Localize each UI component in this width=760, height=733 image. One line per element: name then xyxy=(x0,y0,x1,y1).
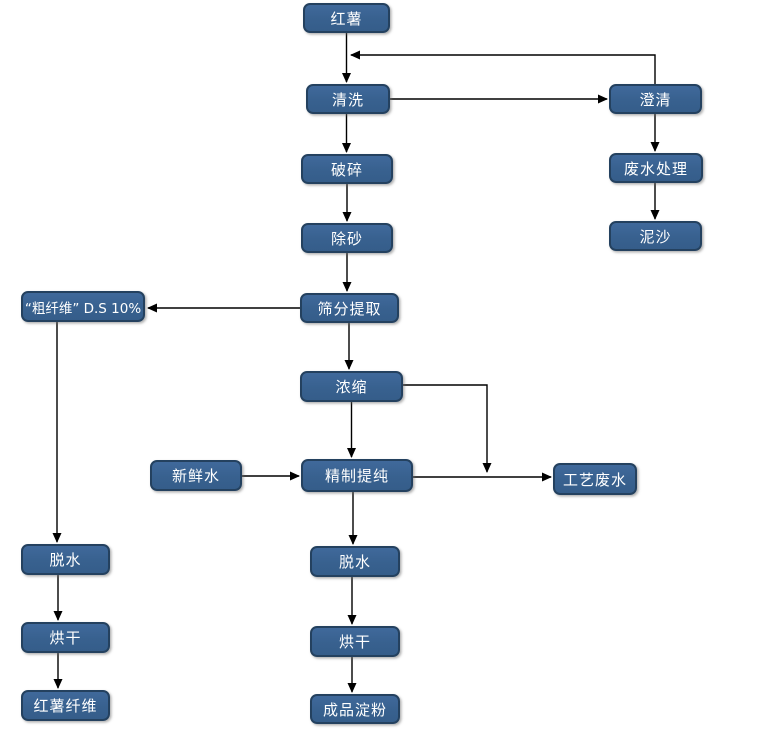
node-label: 烘干 xyxy=(49,629,82,647)
node-label: 除砂 xyxy=(330,229,363,248)
node-label: 工艺废水 xyxy=(562,470,627,489)
node-chengpin-dianfen: 成品淀粉 xyxy=(310,694,400,724)
node-xinxian-shui: 新鲜水 xyxy=(150,460,242,491)
edge-chengqing-qingxi-return xyxy=(350,50,656,84)
node-label: 筛分提取 xyxy=(317,299,382,318)
node-label: 红薯纤维 xyxy=(33,697,98,715)
node-label: 成品淀粉 xyxy=(322,700,387,719)
node-label: 澄清 xyxy=(639,90,672,109)
node-cu-xianwei: “粗纤维” D.S 10% xyxy=(21,291,145,322)
node-nongsuo: 浓缩 xyxy=(300,371,403,402)
edge-nongsuo-branch-down xyxy=(403,384,492,473)
node-nisha: 泥沙 xyxy=(609,221,702,251)
node-feishui-chuli: 废水处理 xyxy=(609,153,703,183)
node-label: 清洗 xyxy=(331,90,364,109)
node-label: “粗纤维” D.S 10% xyxy=(24,300,142,317)
node-label: 浓缩 xyxy=(335,378,368,396)
node-jingzhi-tichun: 精制提纯 xyxy=(301,459,413,492)
node-label: 废水处理 xyxy=(623,159,688,178)
node-honggan-left: 烘干 xyxy=(21,622,110,653)
node-chusha: 除砂 xyxy=(301,223,393,253)
node-gongyi-feishui: 工艺废水 xyxy=(553,463,637,495)
node-label: 脱水 xyxy=(338,553,371,571)
node-tuoshui-left: 脱水 xyxy=(21,544,110,575)
node-label: 红薯 xyxy=(330,9,363,28)
node-label: 脱水 xyxy=(49,551,82,569)
node-label: 新鲜水 xyxy=(171,467,220,485)
node-hongshu: 红薯 xyxy=(303,3,390,33)
node-chengqing: 澄清 xyxy=(609,84,702,114)
node-label: 精制提纯 xyxy=(324,467,389,485)
node-posui: 破碎 xyxy=(301,154,393,184)
node-label: 烘干 xyxy=(338,633,371,651)
node-qingxi: 清洗 xyxy=(306,84,390,114)
node-tuoshui-center: 脱水 xyxy=(310,546,400,577)
node-label: 泥沙 xyxy=(639,227,672,246)
node-honggan-center: 烘干 xyxy=(310,626,400,657)
node-label: 破碎 xyxy=(330,160,363,179)
node-shaifen-tiqu: 筛分提取 xyxy=(300,293,399,323)
node-hongshu-xianwei: 红薯纤维 xyxy=(21,690,110,721)
